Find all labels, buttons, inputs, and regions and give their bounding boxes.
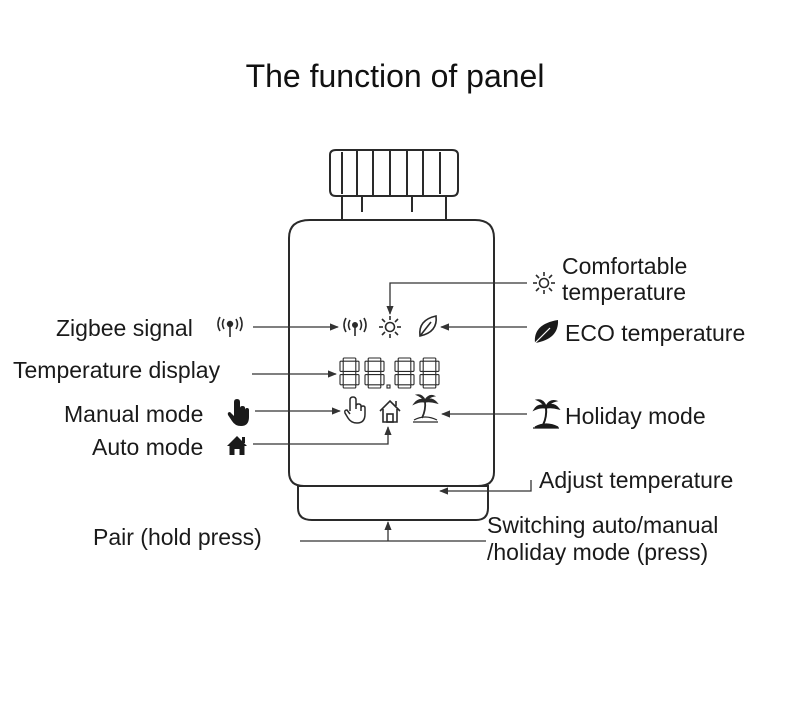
- house-icon: [227, 436, 247, 455]
- segment-g: [397, 370, 412, 376]
- segment-c: [435, 374, 440, 386]
- segment-a: [397, 357, 412, 362]
- segment-e: [394, 374, 399, 386]
- housing: [288, 219, 495, 487]
- segment-c: [380, 374, 385, 386]
- switching-label-line1: Switching auto/manual: [487, 512, 719, 538]
- segment-a: [367, 357, 382, 362]
- leaf-icon: [419, 315, 437, 337]
- palm-tree-icon: [412, 394, 439, 423]
- segment-b: [410, 360, 415, 372]
- comfortable-temperature-label-line1: Comfortable: [562, 253, 688, 279]
- segment-g: [422, 370, 437, 376]
- display-digit-1: [364, 357, 385, 389]
- segment-b: [380, 360, 385, 372]
- segment-g: [367, 370, 382, 376]
- segment-e: [419, 374, 424, 386]
- segment-f: [419, 360, 424, 372]
- eco-temperature-label: ECO temperature: [565, 320, 746, 346]
- adjust-ring[interactable]: [297, 485, 489, 521]
- segment-f: [339, 360, 344, 372]
- antenna-signal-icon: [217, 316, 243, 337]
- pair-label: Pair (hold press): [93, 524, 262, 550]
- palm-tree-icon: [532, 399, 561, 429]
- knurled-cap: [329, 149, 459, 221]
- segment-b: [435, 360, 440, 372]
- segment-d: [397, 384, 412, 389]
- page-title: The function of panel: [245, 58, 545, 94]
- auto-mode-label: Auto mode: [92, 434, 204, 460]
- manual-mode-label: Manual mode: [64, 401, 204, 427]
- zigbee-signal-label: Zigbee signal: [56, 315, 193, 341]
- segment-a: [422, 357, 437, 362]
- segment-g: [342, 370, 357, 376]
- segment-a: [342, 357, 357, 362]
- segment-f: [364, 360, 369, 372]
- antenna-signal-icon: [343, 317, 367, 336]
- display-digit-3: [419, 357, 440, 389]
- segment-d: [342, 384, 357, 389]
- leader-lines: [252, 282, 532, 542]
- hand-pointer-icon: [344, 396, 366, 424]
- segment-c: [355, 374, 360, 386]
- sun-icon: [533, 272, 555, 294]
- leaf-icon: [534, 320, 559, 344]
- comfortable-temperature-label-line2: temperature: [562, 279, 687, 305]
- thermostat-valve: [288, 149, 495, 521]
- switching-label-line2: /holiday mode (press): [487, 539, 709, 565]
- adjust-temperature-label: Adjust temperature: [539, 467, 734, 493]
- temperature-display: [339, 357, 440, 389]
- hand-pointer-icon: [227, 399, 249, 426]
- segment-b: [355, 360, 360, 372]
- sun-icon: [379, 316, 401, 338]
- segment-e: [339, 374, 344, 386]
- display-digit-2: [394, 357, 415, 389]
- segment-d: [422, 384, 437, 389]
- temperature-display-label: Temperature display: [13, 357, 221, 383]
- segment-f: [394, 360, 399, 372]
- segment-c: [410, 374, 415, 386]
- decimal-point: [386, 384, 391, 389]
- holiday-mode-label: Holiday mode: [565, 403, 706, 429]
- display-digit-0: [339, 357, 360, 389]
- segment-e: [364, 374, 369, 386]
- segment-d: [367, 384, 382, 389]
- house-icon: [379, 399, 401, 423]
